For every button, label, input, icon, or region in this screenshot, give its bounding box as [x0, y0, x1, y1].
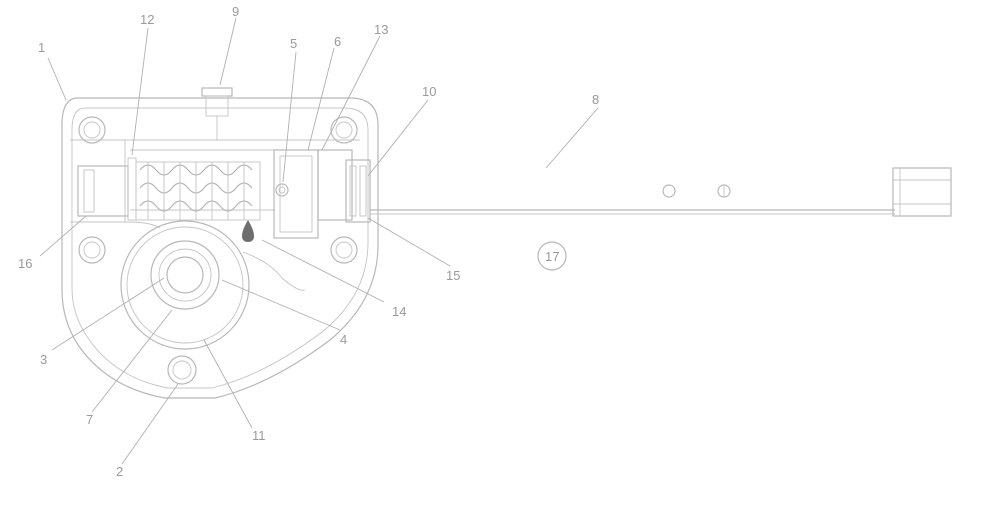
callout-9: 9 — [232, 4, 239, 19]
callout-14: 14 — [392, 304, 406, 319]
callout-13: 13 — [374, 22, 388, 37]
bolt-top-right — [330, 116, 358, 144]
bolt-top-left — [78, 116, 106, 144]
callout-1: 1 — [38, 40, 45, 55]
lubrication-drop — [242, 220, 254, 242]
top-fitting — [201, 87, 233, 140]
callout-17: 17 — [545, 249, 559, 264]
bolt-bottom — [167, 355, 197, 385]
callout-10: 10 — [422, 84, 436, 99]
callout-12: 12 — [140, 12, 154, 27]
worm-coil — [135, 161, 261, 221]
callout-3: 3 — [40, 352, 47, 367]
bolt-mid-right — [330, 236, 358, 264]
callout-7: 7 — [86, 412, 93, 427]
callout-15: 15 — [446, 268, 460, 283]
gear-wheel — [120, 220, 306, 350]
screw — [275, 183, 289, 197]
callout-16: 16 — [18, 256, 32, 271]
left-end-cap — [77, 157, 137, 221]
slider-block — [273, 149, 353, 239]
callout-labels: 1 12 9 5 6 13 10 8 16 15 14 4 3 7 11 2 1… — [18, 4, 599, 479]
callout-5: 5 — [290, 36, 297, 51]
leader-lines — [39, 17, 599, 465]
rod — [370, 184, 895, 215]
rod-end-fitting — [892, 167, 952, 217]
callout-8: 8 — [592, 92, 599, 107]
callout-11: 11 — [252, 428, 266, 443]
bolt-mid-left — [78, 236, 106, 264]
housing — [61, 97, 379, 399]
callout-4: 4 — [340, 332, 347, 347]
part-17-marker — [537, 241, 567, 271]
callout-6: 6 — [334, 34, 341, 49]
right-collar — [345, 159, 371, 223]
callout-2: 2 — [116, 464, 123, 479]
